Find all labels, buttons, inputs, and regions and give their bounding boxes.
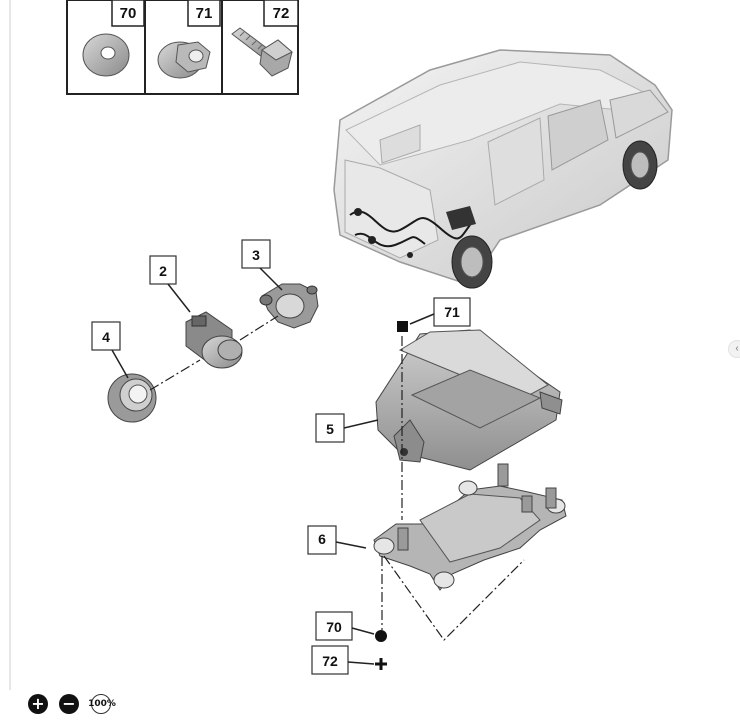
inset-cell-71[interactable]: 71 <box>157 0 221 79</box>
inset-label-70: 70 <box>120 5 137 22</box>
part-4-sensor-ring[interactable] <box>107 373 157 423</box>
callout-2[interactable]: 2 <box>149 255 191 313</box>
bolt-icon <box>231 27 293 77</box>
callout-3[interactable]: 3 <box>241 239 283 291</box>
svg-text:2: 2 <box>159 263 167 279</box>
callout-4[interactable]: 4 <box>91 321 129 379</box>
part-6-mounting-bracket[interactable] <box>373 463 567 591</box>
zoom-reset-label: 100% <box>88 699 116 709</box>
zoom-in-icon: + <box>31 694 45 713</box>
svg-text:3: 3 <box>252 247 260 263</box>
callout-6[interactable]: 6 <box>307 525 367 555</box>
fasteners-inset: 70 71 72 <box>66 0 299 95</box>
svg-text:70: 70 <box>326 619 342 635</box>
zoom-reset-button[interactable]: 100% <box>88 693 116 715</box>
fastener-alignment-lines <box>381 336 525 641</box>
callout-72[interactable]: 72 <box>311 645 375 675</box>
van-module-mark <box>446 206 476 230</box>
part-2-parking-sensor[interactable] <box>185 311 243 369</box>
callout-70[interactable]: 70 <box>315 611 375 641</box>
inset-cell-70[interactable]: 70 <box>82 0 145 77</box>
zoom-out-icon: − <box>62 694 76 713</box>
chevron-left-icon: ‹ <box>735 343 739 354</box>
round-marker-70 <box>375 630 387 642</box>
zoom-reset-icon <box>91 694 111 714</box>
callout-71[interactable]: 71 <box>409 297 471 327</box>
svg-text:5: 5 <box>326 421 334 437</box>
svg-text:6: 6 <box>318 531 326 547</box>
zoom-in-button[interactable]: + <box>28 694 48 714</box>
zoom-out-button[interactable]: − <box>59 694 79 714</box>
svg-text:4: 4 <box>102 329 110 345</box>
side-panel-toggle[interactable]: ‹ <box>728 340 740 358</box>
square-marker-71 <box>397 321 408 332</box>
callout-5[interactable]: 5 <box>315 413 379 443</box>
svg-text:71: 71 <box>444 304 460 320</box>
svg-text:72: 72 <box>322 653 338 669</box>
cross-marker-72 <box>375 658 387 670</box>
inset-label-71: 71 <box>196 5 213 22</box>
part-5-control-module[interactable] <box>375 329 563 471</box>
washer-hole <box>100 46 116 60</box>
inset-label-72: 72 <box>273 5 290 22</box>
inset-cell-72[interactable]: 72 <box>231 0 299 77</box>
van-illustration <box>333 49 673 289</box>
sensor-assembly-lines <box>149 315 279 391</box>
part-3-sensor-bracket[interactable] <box>259 283 319 329</box>
